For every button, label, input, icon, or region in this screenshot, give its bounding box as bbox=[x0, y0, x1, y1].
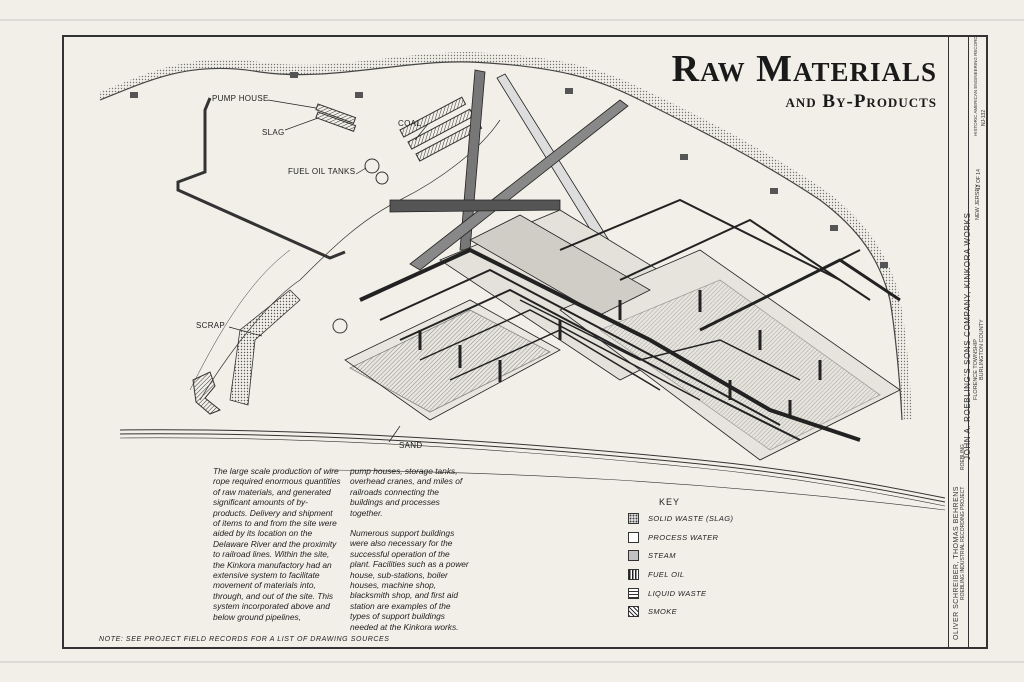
label-coal: COAL bbox=[398, 119, 421, 128]
scrap-dock bbox=[192, 371, 221, 415]
pipeline-network bbox=[359, 198, 901, 442]
fuel-oil-swatch bbox=[628, 568, 639, 580]
sources-note: NOTE: SEE PROJECT FIELD RECORDS FOR A LI… bbox=[99, 636, 390, 643]
pump-house-pipeline bbox=[176, 97, 346, 260]
key-item: PROCESS WATER bbox=[628, 531, 718, 543]
label-fuel-oil-tanks: FUEL OIL TANKS bbox=[288, 167, 356, 176]
description-column-1: The large scale production of wire rope … bbox=[213, 466, 341, 622]
title-block-inner bbox=[968, 35, 988, 649]
key-item: LIQUID WASTE bbox=[628, 587, 706, 599]
label-scrap: SCRAP bbox=[196, 321, 226, 330]
smoke-stacks bbox=[418, 290, 822, 418]
drawing-subtitle: and By-Products bbox=[785, 91, 937, 112]
slag-swatch bbox=[628, 512, 639, 524]
key-item: SMOKE bbox=[628, 605, 677, 617]
fuel-oil-tank bbox=[364, 158, 380, 174]
description-column-2a: pump houses, storage tanks, overhead cra… bbox=[350, 466, 463, 518]
key-title: KEY bbox=[659, 497, 681, 507]
record-number: NJ-132 bbox=[981, 109, 987, 126]
delineators: OLIVER SCHREIBER, THOMAS BEHRENS bbox=[953, 486, 960, 640]
steam-swatch bbox=[628, 549, 639, 561]
sheet-number: 12 OF 14 bbox=[976, 169, 982, 190]
survey-name: HISTORIC AMERICAN ENGINEERING RECORD bbox=[973, 36, 978, 136]
mill-buildings bbox=[344, 209, 901, 461]
project-line: ROEBLING INDUSTRIAL RECORDING PROJECT bbox=[960, 486, 966, 600]
drawing-title: Raw Materials bbox=[671, 48, 937, 90]
description-column-2b: Numerous support buildings were also nec… bbox=[350, 528, 469, 632]
smoke-swatch bbox=[628, 605, 639, 617]
drain-outlets bbox=[130, 72, 888, 268]
title-block bbox=[948, 35, 988, 649]
process-water-swatch bbox=[628, 531, 639, 543]
label-sand: SAND bbox=[399, 441, 423, 450]
liquid-waste-swatch bbox=[628, 587, 639, 599]
label-slag: SLAG bbox=[262, 128, 285, 137]
county: BURLINGTON COUNTY bbox=[979, 319, 985, 380]
project-title: JOHN A. ROEBLING'S SONS COMPANY, KINKORA… bbox=[963, 212, 972, 460]
drawing-border bbox=[62, 35, 988, 649]
label-pump-house: PUMP HOUSE bbox=[212, 94, 269, 103]
key-item: STEAM bbox=[628, 549, 676, 561]
key-item: FUEL OIL bbox=[628, 568, 684, 580]
key-item: SOLID WASTE (SLAG) bbox=[628, 512, 733, 524]
coal-stockpiles bbox=[315, 96, 483, 162]
rail-lines bbox=[119, 429, 946, 499]
